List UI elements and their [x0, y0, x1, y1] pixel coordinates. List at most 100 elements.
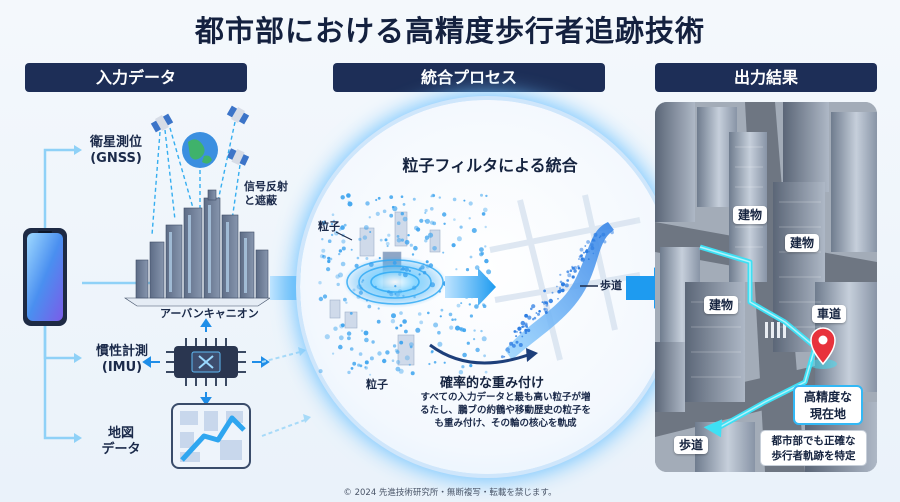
particle-dot: [358, 290, 363, 295]
particle-dot: [413, 295, 416, 299]
particle-dot: [318, 369, 323, 374]
track-particle-dot: [503, 355, 506, 358]
particle-dot: [433, 322, 439, 328]
signal-label-line1: 信号反射: [244, 180, 288, 193]
track-particle-dot: [593, 232, 598, 237]
particle-dot: [394, 285, 397, 288]
particle-dot: [346, 331, 352, 336]
track-particle-dot: [588, 250, 590, 253]
track-particle-dot: [543, 301, 546, 305]
satellite-icon: [226, 148, 250, 166]
particle-dot: [424, 239, 428, 243]
particle-dot: [424, 208, 428, 213]
location-line2: 現在地: [809, 407, 846, 421]
particle-dot: [440, 308, 444, 312]
particle-dot: [484, 225, 487, 229]
particle-dot: [396, 237, 402, 243]
track-particle-dot: [531, 304, 536, 309]
section-header-process: 統合プロセス: [333, 63, 605, 92]
particle-dot: [404, 239, 410, 245]
particle-dot: [428, 263, 434, 268]
particle-dot: [340, 225, 345, 230]
track-particle-dot: [601, 232, 606, 237]
track-particle-dot: [556, 285, 558, 288]
track-particle-dot: [571, 265, 574, 268]
particle-dot: [343, 223, 347, 227]
track-particle-dot: [610, 230, 614, 235]
particle-dot: [369, 373, 372, 376]
location-line1: 高精度な: [803, 390, 852, 404]
satellite-icon: [150, 113, 174, 133]
particle-dot: [327, 259, 331, 264]
track-particle-dot: [573, 269, 577, 273]
particle-dot: [411, 253, 415, 256]
sidewalk-tag-output: 歩道: [674, 436, 709, 454]
particle-dot: [391, 313, 396, 319]
particle-dot: [430, 350, 434, 353]
weighting-description: すべての入力データと最も高い粒子が増るたし、鵬ブの約鶴や移動歴史の粒子をも重み付…: [419, 392, 591, 429]
track-particle-dot: [559, 280, 563, 284]
gnss-label-line2: (GNSS): [90, 151, 142, 166]
particle-dot: [427, 232, 434, 238]
track-particle-dot: [545, 304, 549, 307]
particle-dot: [486, 269, 492, 275]
track-particle-dot: [559, 287, 561, 289]
particle-dot: [367, 304, 372, 309]
road-tag: 車道: [812, 305, 847, 323]
particle-dot: [400, 212, 404, 216]
particle-label-1: 粒子: [318, 220, 340, 233]
particle-dot: [360, 329, 364, 332]
track-particle-dot: [592, 252, 595, 255]
particle-dot: [375, 198, 378, 202]
track-particle-dot: [515, 330, 519, 333]
track-particle-dot: [590, 243, 594, 247]
particle-dot: [386, 245, 389, 248]
particle-dot: [376, 319, 381, 324]
particle-dot: [392, 261, 397, 265]
track-particle-dot: [569, 269, 573, 273]
particle-dot: [331, 213, 335, 216]
particle-dot: [371, 340, 375, 344]
particle-dot: [473, 329, 476, 332]
track-particle-dot: [513, 330, 517, 333]
track-particle-dot: [512, 344, 516, 348]
particle-dot: [454, 318, 457, 321]
particle-dot: [419, 320, 424, 325]
particle-dot: [458, 370, 464, 375]
particle-dot: [334, 230, 339, 236]
particle-dot: [430, 351, 434, 354]
particle-dot: [364, 360, 369, 365]
result-line2: 歩行者軌跡を特定: [771, 450, 856, 462]
track-particle-dot: [518, 343, 523, 347]
particle-dot: [400, 238, 404, 242]
particle-dot: [335, 274, 340, 279]
particle-dot: [395, 350, 400, 354]
track-particle-dot: [524, 331, 528, 335]
track-particle-dot: [519, 331, 522, 334]
particle-dot: [443, 222, 446, 225]
particle-dot: [385, 241, 390, 246]
imu-label-line2: (IMU): [101, 360, 143, 375]
particle-dot: [358, 352, 363, 356]
particle-dot: [338, 335, 344, 341]
particle-dot: [350, 248, 353, 251]
particle-dot: [424, 219, 427, 222]
track-particle-dot: [577, 266, 581, 270]
track-particle-dot: [587, 258, 590, 260]
particle-dot: [425, 218, 430, 224]
particle-dot: [365, 299, 369, 302]
particle-dot: [369, 356, 374, 361]
particle-dot: [480, 193, 483, 197]
track-particle-dot: [591, 238, 595, 242]
particle-dot: [412, 285, 417, 290]
particle-dot: [368, 262, 374, 267]
particle-dot: [468, 303, 471, 306]
track-particle-dot: [509, 341, 514, 346]
particle-dot: [356, 284, 362, 290]
particle-dot: [396, 221, 401, 225]
particle-dot: [401, 267, 405, 271]
track-particle-dot: [561, 288, 565, 293]
track-particle-dot: [586, 240, 590, 244]
track-particle-dot: [566, 270, 570, 274]
